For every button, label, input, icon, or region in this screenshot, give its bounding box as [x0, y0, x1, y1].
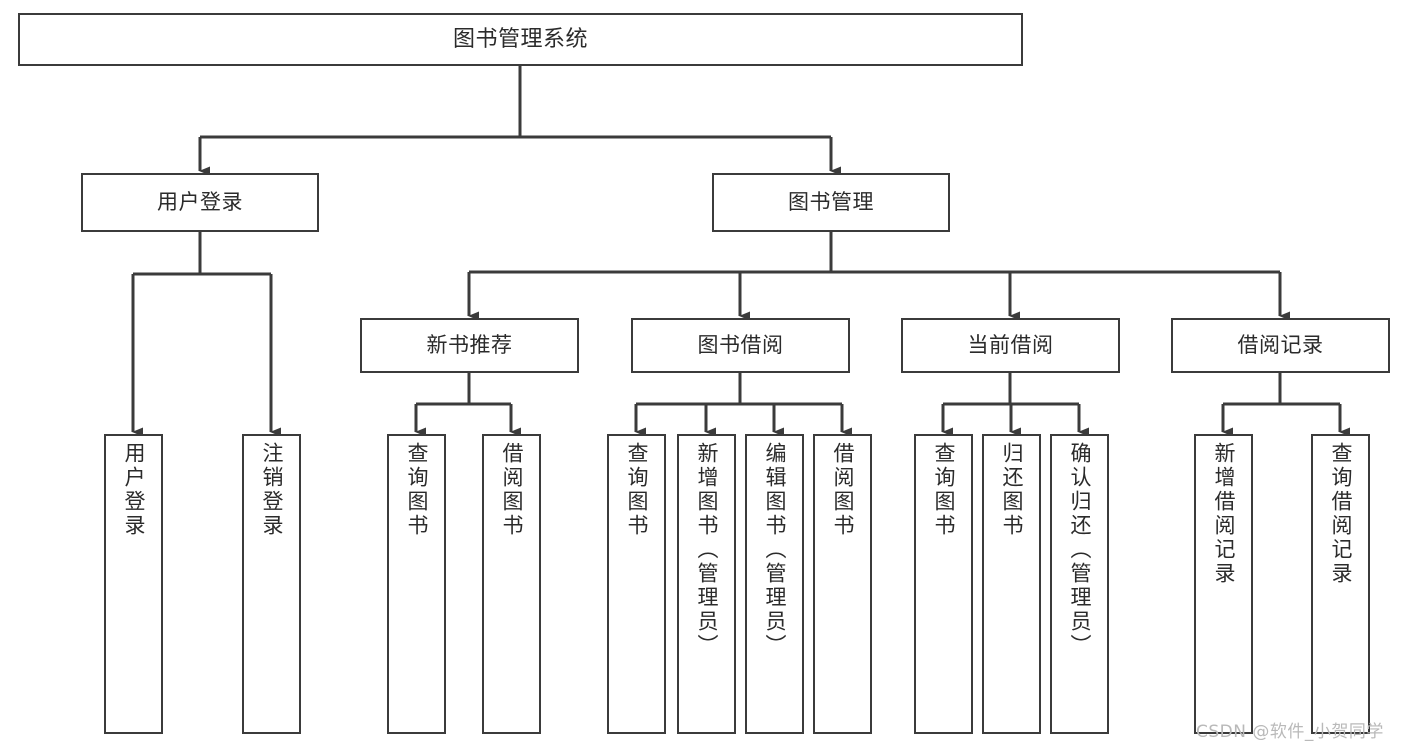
node-leaf-return-book-label: 归还图书: [1000, 442, 1024, 538]
node-leaf-query-record[interactable]: 查询借阅记录: [1311, 434, 1370, 734]
node-current-borrow-label: 当前借阅: [967, 333, 1054, 358]
node-root-label: 图书管理系统: [452, 26, 588, 52]
node-leaf-user-login[interactable]: 用户登录: [104, 434, 163, 734]
node-leaf-query-book-1[interactable]: 查询图书: [387, 434, 446, 734]
node-book-manage-label: 图书管理: [788, 190, 874, 215]
node-leaf-add-book-label: 新增图书（管理员）: [695, 442, 719, 658]
node-leaf-query-book-1-label: 查询图书: [405, 442, 429, 538]
node-borrow-record[interactable]: 借阅记录: [1171, 318, 1390, 373]
node-current-borrow[interactable]: 当前借阅: [901, 318, 1120, 373]
node-leaf-query-book-3-label: 查询图书: [932, 442, 956, 538]
node-leaf-edit-book-label: 编辑图书（管理员）: [763, 442, 787, 658]
node-leaf-borrow-book-2-label: 借阅图书: [831, 442, 855, 538]
node-leaf-query-record-label: 查询借阅记录: [1329, 442, 1353, 586]
node-borrow-record-label: 借阅记录: [1237, 333, 1324, 358]
node-leaf-edit-book[interactable]: 编辑图书（管理员）: [745, 434, 804, 734]
node-leaf-confirm-return-label: 确认归还（管理员）: [1068, 442, 1092, 658]
node-leaf-logout[interactable]: 注销登录: [242, 434, 301, 734]
node-leaf-query-book-2[interactable]: 查询图书: [607, 434, 666, 734]
node-leaf-query-book-2-label: 查询图书: [625, 442, 649, 538]
node-leaf-user-login-label: 用户登录: [122, 442, 146, 538]
node-leaf-query-book-3[interactable]: 查询图书: [914, 434, 973, 734]
node-user-login[interactable]: 用户登录: [81, 173, 319, 232]
watermark-text: CSDN @软件_小贺同学: [1196, 722, 1384, 742]
node-book-manage[interactable]: 图书管理: [712, 173, 950, 232]
node-user-login-label: 用户登录: [157, 190, 243, 215]
node-leaf-borrow-book-2[interactable]: 借阅图书: [813, 434, 872, 734]
node-new-book-recommend-label: 新书推荐: [426, 333, 513, 358]
node-leaf-logout-label: 注销登录: [260, 442, 284, 538]
node-root[interactable]: 图书管理系统: [18, 13, 1023, 66]
node-leaf-add-record[interactable]: 新增借阅记录: [1194, 434, 1253, 734]
node-leaf-confirm-return[interactable]: 确认归还（管理员）: [1050, 434, 1109, 734]
node-book-borrow[interactable]: 图书借阅: [631, 318, 850, 373]
node-leaf-add-record-label: 新增借阅记录: [1212, 442, 1236, 586]
node-leaf-add-book[interactable]: 新增图书（管理员）: [677, 434, 736, 734]
connector-lines: [131, 66, 1350, 437]
node-book-borrow-label: 图书借阅: [697, 333, 784, 358]
node-leaf-borrow-book-1[interactable]: 借阅图书: [482, 434, 541, 734]
node-new-book-recommend[interactable]: 新书推荐: [360, 318, 579, 373]
node-leaf-borrow-book-1-label: 借阅图书: [500, 442, 524, 538]
node-leaf-return-book[interactable]: 归还图书: [982, 434, 1041, 734]
